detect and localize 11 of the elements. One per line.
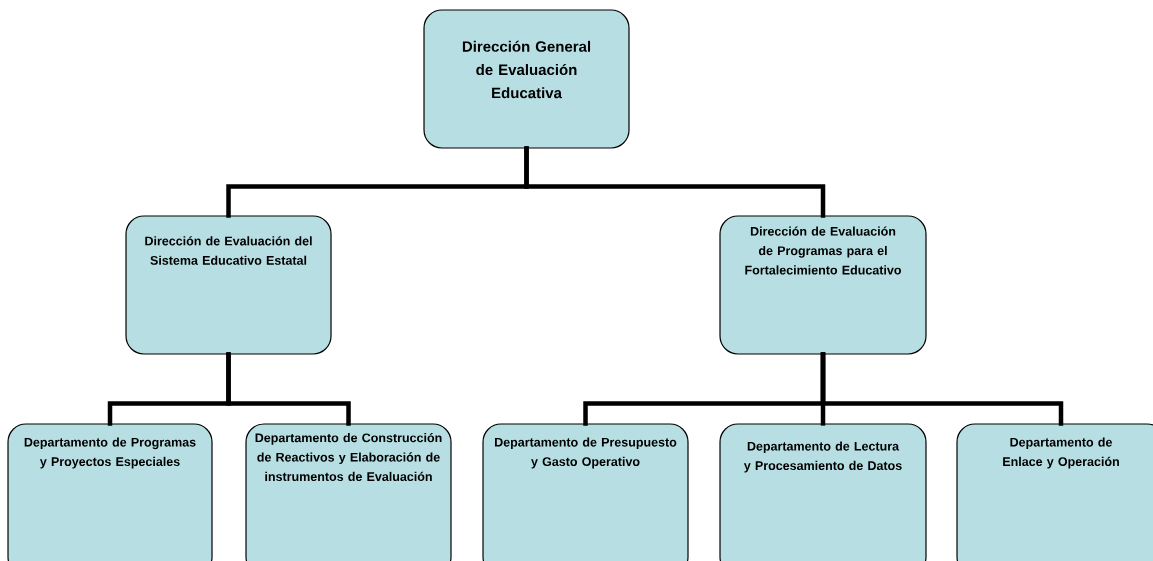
connector-line: [226, 352, 351, 426]
connector-line: [820, 352, 1064, 426]
org-box: Departamento de Enlace y Operación: [956, 423, 1153, 561]
org-box: Departamento de Presupuesto y Gasto Operativo: [482, 423, 689, 561]
org-box: Dirección de Evaluación del Sistema Educativo Estatal: [125, 215, 332, 355]
org-box: Departamento de Lectura y Procesamiento de Datos: [719, 423, 927, 561]
org-box: Dirección General de Evaluación Educativa: [423, 9, 630, 149]
connector-line: [524, 146, 826, 218]
org-box: Departamento de Construcción de Reactivos y Elaboración de instrumentos de Evaluación: [245, 423, 452, 561]
org-box: Departamento de Programas y Proyectos Especiales: [7, 423, 213, 561]
org-box: Dirección de Evaluación de Programas para el Fortalecimiento Educativo: [719, 215, 927, 355]
